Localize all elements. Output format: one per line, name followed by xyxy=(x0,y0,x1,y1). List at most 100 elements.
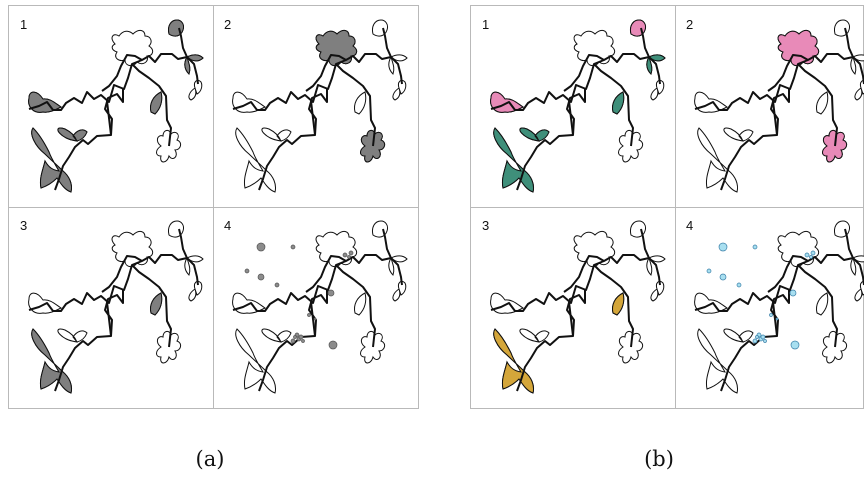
bubble-dot xyxy=(256,242,266,252)
stem xyxy=(104,290,124,337)
bubble-dot xyxy=(775,317,779,321)
bubble-dot xyxy=(293,335,297,339)
plant-drawing xyxy=(28,19,204,193)
plant-outline xyxy=(777,230,820,268)
stem xyxy=(28,228,188,312)
highlight-leaf-mid xyxy=(150,91,163,115)
stem xyxy=(54,100,112,191)
panel-a-1: 1 xyxy=(9,6,213,207)
highlight-leaf-bottom xyxy=(493,328,534,394)
plant-outline xyxy=(850,255,864,276)
bubble-dot xyxy=(313,317,317,321)
panel-a-2: 2 xyxy=(213,6,417,207)
stem xyxy=(490,27,650,111)
bubble-dot xyxy=(257,273,265,281)
stem xyxy=(131,264,172,348)
stem xyxy=(767,255,809,293)
stem xyxy=(797,63,838,147)
stem xyxy=(566,89,586,136)
stem xyxy=(54,301,112,392)
grid-divider-horizontal xyxy=(9,207,418,208)
stem xyxy=(131,63,172,147)
panel-number: 4 xyxy=(686,218,694,233)
bubble-dot xyxy=(328,340,338,350)
bubble-dot xyxy=(810,250,816,256)
panel-number: 2 xyxy=(224,17,232,32)
stem xyxy=(305,255,347,293)
stem xyxy=(390,56,403,85)
bubble-dot xyxy=(719,273,727,281)
plant-outline xyxy=(646,255,666,276)
plant-outline xyxy=(392,79,407,101)
stem xyxy=(104,89,124,136)
bubble-dot xyxy=(804,252,810,258)
panel-number: 1 xyxy=(20,17,28,32)
stem xyxy=(308,89,328,136)
highlight-leaf-right-top xyxy=(646,54,666,75)
highlight-leaf-bottom xyxy=(31,328,72,394)
plant-outline xyxy=(519,328,550,343)
highlight-leaf-mid xyxy=(612,91,625,115)
plant-outline xyxy=(816,292,829,316)
plant-outline xyxy=(723,328,754,343)
plant-outline xyxy=(816,91,829,115)
plant-drawing xyxy=(28,220,204,394)
plant-outline xyxy=(388,255,408,276)
bubble-dot xyxy=(327,289,335,297)
plant-outline xyxy=(261,127,292,142)
stem xyxy=(186,56,199,85)
bubble-dot xyxy=(347,255,351,259)
panel-number: 4 xyxy=(224,218,232,233)
bubble-dot xyxy=(789,289,797,297)
plant-drawing xyxy=(694,220,864,394)
stem xyxy=(563,54,605,92)
plant-outline xyxy=(618,129,644,163)
stem xyxy=(797,264,838,348)
stem xyxy=(694,228,854,312)
plant-outline xyxy=(188,280,203,302)
panel-number: 1 xyxy=(482,17,490,32)
plant-drawing xyxy=(232,19,408,193)
plant-outline xyxy=(156,129,182,163)
bubble-dot xyxy=(274,282,280,288)
panel-b-4: 4 xyxy=(675,207,864,408)
plant-outline xyxy=(111,230,154,268)
bubble-dot xyxy=(718,242,728,252)
stem xyxy=(694,27,854,111)
plant-drawing xyxy=(694,19,864,193)
panel-a-4: 4 xyxy=(213,207,417,408)
plant-outline xyxy=(184,255,204,276)
plant-outline xyxy=(57,328,88,343)
panel-a-3: 3 xyxy=(9,207,213,408)
bubble-dot xyxy=(301,339,305,343)
bubble-dot xyxy=(298,334,304,340)
bubble-dot xyxy=(307,313,311,317)
stem xyxy=(232,228,392,312)
plant-outline xyxy=(235,328,276,394)
plant-outline xyxy=(235,127,276,193)
bubble-dot xyxy=(790,340,800,350)
plant-outline xyxy=(354,91,367,115)
bubble-dot xyxy=(290,244,296,250)
highlight-leaf-mid xyxy=(150,292,163,316)
plant-outline xyxy=(388,54,408,75)
caption-b: (b) xyxy=(644,447,674,471)
stem xyxy=(770,290,790,337)
panel-number: 3 xyxy=(482,218,490,233)
stem xyxy=(593,264,634,348)
plant-outline xyxy=(723,127,754,142)
stem xyxy=(390,257,403,286)
plant-outline xyxy=(392,280,407,302)
highlight-flower-top xyxy=(315,29,358,67)
plant-outline xyxy=(850,54,864,75)
stem xyxy=(767,54,809,92)
plant-drawing xyxy=(490,19,666,193)
bubble-dot xyxy=(752,244,758,250)
highlight-leaf-bottom xyxy=(493,127,534,193)
stem xyxy=(720,301,778,392)
plant-outline xyxy=(618,330,644,364)
stem xyxy=(28,27,188,111)
stem xyxy=(770,89,790,136)
bubble-dot xyxy=(769,313,773,317)
